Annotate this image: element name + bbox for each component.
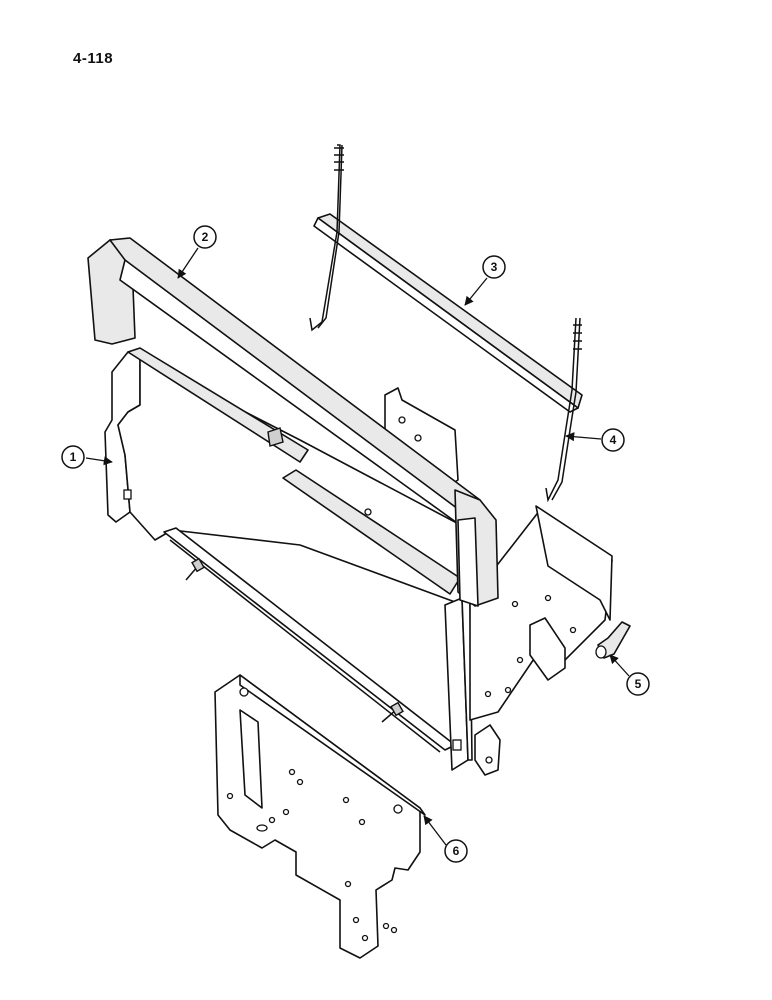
callout-4-label: 4 (610, 433, 617, 447)
part-2-insulator-frame (87, 237, 499, 607)
callout-3-label: 3 (491, 260, 498, 274)
page-number: 4-118 (73, 50, 114, 67)
callout-4: 4 (565, 428, 625, 452)
callout-6-label: 6 (453, 844, 460, 858)
callout-2-label: 2 (202, 230, 209, 244)
part-4-j-bolts (309, 144, 582, 503)
callout-5-label: 5 (635, 677, 642, 691)
callout-1: 1 (61, 445, 113, 469)
part-6-mounting-plate (214, 674, 426, 959)
callout-3: 3 (464, 255, 506, 306)
callout-6: 6 (423, 815, 468, 863)
part-1-battery-box (104, 347, 473, 771)
callout-5: 5 (609, 654, 650, 696)
callout-2: 2 (177, 225, 217, 279)
part-5-spacer (595, 621, 631, 659)
base-tray (384, 387, 613, 776)
part-3-hold-down-bar (313, 213, 583, 413)
callout-1-label: 1 (70, 450, 77, 464)
